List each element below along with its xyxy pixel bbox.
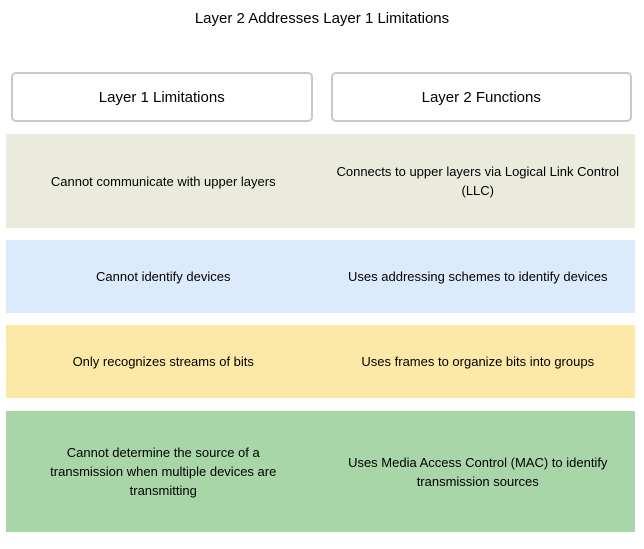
limitation-cell: Cannot identify devices (6, 240, 321, 313)
function-text: Uses frames to organize bits into groups (361, 354, 595, 369)
limitation-cell: Cannot determine the source of a transmi… (6, 411, 321, 532)
column-header-layer2-functions: Layer 2 Functions (330, 72, 632, 122)
limitation-text: Cannot determine the source of a transmi… (50, 445, 277, 498)
function-text: Uses addressing schemes to identify devi… (348, 269, 608, 284)
column-header-layer1-limitations: Layer 1 Limitations (11, 72, 313, 122)
function-cell: Uses Media Access Control (MAC) to ident… (321, 411, 636, 532)
comparison-rows: Cannot communicate with upper layers Con… (6, 134, 635, 532)
column-headers: Layer 1 Limitations Layer 2 Functions (11, 72, 632, 122)
comparison-row-frames: Only recognizes streams of bits Uses fra… (6, 325, 635, 398)
function-cell: Uses frames to organize bits into groups (321, 325, 636, 398)
limitation-cell: Cannot communicate with upper layers (6, 134, 321, 228)
comparison-row-mac: Cannot determine the source of a transmi… (6, 411, 635, 532)
function-text: Connects to upper layers via Logical Lin… (336, 164, 620, 198)
diagram-title: Layer 2 Addresses Layer 1 Limitations (194, 10, 450, 27)
function-text: Uses Media Access Control (MAC) to ident… (348, 454, 608, 489)
function-cell: Uses addressing schemes to identify devi… (321, 240, 636, 313)
limitation-cell: Only recognizes streams of bits (6, 325, 321, 398)
comparison-row-llc: Cannot communicate with upper layers Con… (6, 134, 635, 228)
limitation-text: Cannot communicate with upper layers (50, 173, 276, 189)
limitation-text: Cannot identify devices (96, 269, 231, 284)
column-header-label: Layer 2 Functions (421, 88, 541, 106)
column-header-label: Layer 1 Limitations (98, 88, 225, 106)
function-cell: Connects to upper layers via Logical Lin… (321, 134, 636, 228)
limitation-text: Only recognizes streams of bits (72, 354, 254, 369)
comparison-row-addressing: Cannot identify devices Uses addressing … (6, 240, 635, 313)
